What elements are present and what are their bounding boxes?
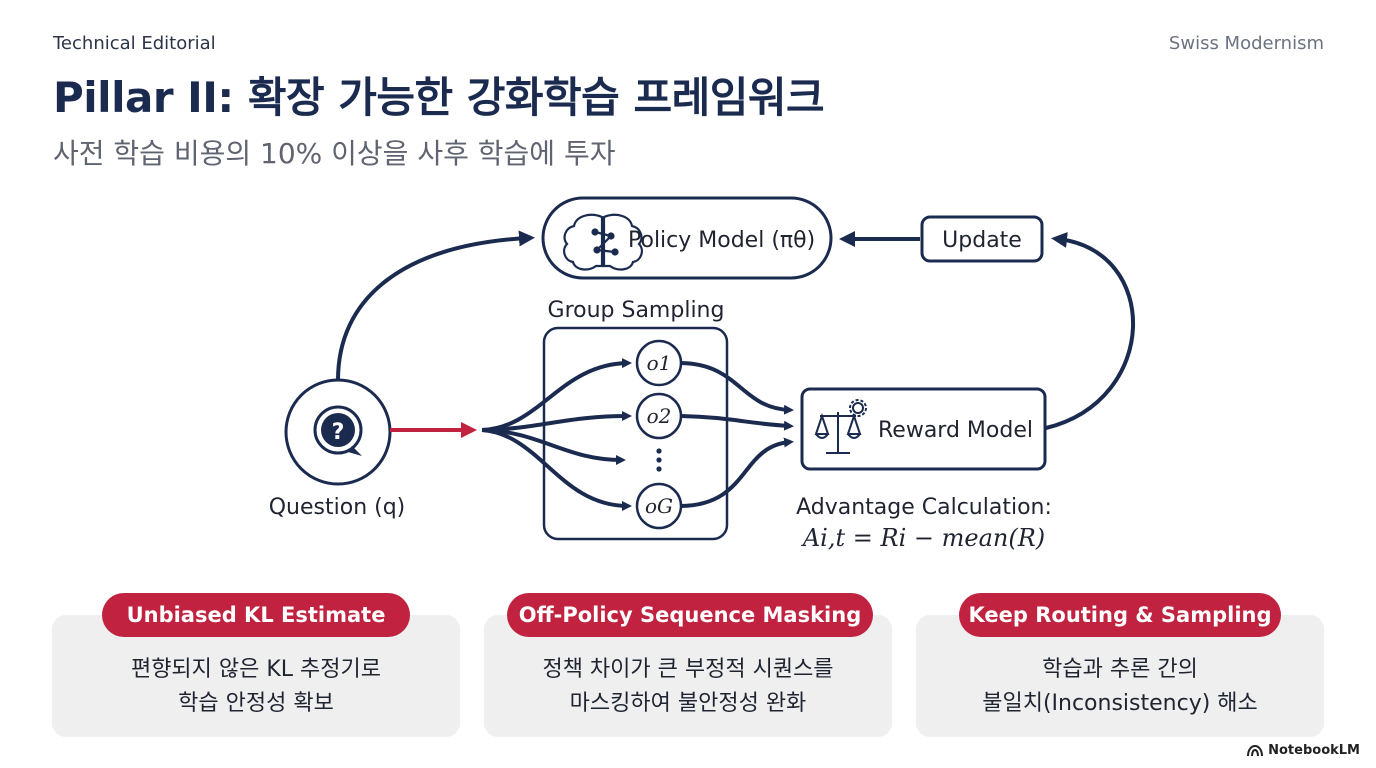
question-node: ?	[284, 378, 392, 486]
notebooklm-logo: NotebookLM	[1247, 743, 1360, 758]
update-label: Update	[942, 228, 1022, 253]
card-keep-routing-body: 학습과 추론 간의 불일치(Inconsistency) 해소	[916, 653, 1324, 721]
pill-keep-routing: Keep Routing & Sampling	[959, 593, 1281, 637]
ellipsis-dots	[656, 448, 662, 472]
reward-model-label: Reward Model	[878, 418, 1033, 443]
card-line: 마스킹하여 불안정성 완화	[569, 691, 807, 716]
card-line: 정책 차이가 큰 부정적 시퀀스를	[542, 657, 834, 682]
scale-gear-icon	[814, 399, 867, 454]
svg-text:?: ?	[332, 420, 345, 445]
brain-icon	[563, 213, 643, 271]
question-to-policy-arrow	[336, 230, 535, 381]
output-node-1: o1	[635, 339, 683, 387]
advantage-label: Advantage Calculation:	[796, 495, 1052, 520]
pill-unbiased-kl: Unbiased KL Estimate	[102, 593, 410, 637]
page-subtitle: 사전 학습 비용의 10% 이상을 사후 학습에 투자	[53, 137, 616, 170]
output-label-2: o2	[647, 404, 672, 428]
group-sampling-label: Group Sampling	[548, 298, 725, 323]
output-node-g: oG	[635, 482, 683, 530]
output-node-2: o2	[635, 392, 683, 440]
output-label-1: o1	[647, 351, 672, 375]
card-line: 학습 안정성 확보	[178, 691, 334, 716]
advantage-formula: Ai,t = Ri − mean(R)	[801, 524, 1045, 552]
policy-model-label: Policy Model (πθ)	[628, 228, 815, 253]
policy-model-node: Policy Model (πθ)	[541, 196, 833, 280]
card-line: 학습과 추론 간의	[1042, 657, 1198, 682]
fan-out-arrows	[481, 358, 632, 511]
card-line: 편향되지 않은 KL 추정기로	[130, 657, 382, 682]
reward-model-node: Reward Model	[800, 387, 1047, 471]
card-line: 불일치(Inconsistency) 해소	[982, 691, 1258, 716]
notebooklm-icon	[1247, 744, 1264, 756]
header-left-label: Technical Editorial	[53, 33, 216, 54]
update-node: Update	[920, 215, 1044, 263]
question-label: Question (q)	[269, 495, 406, 520]
footer-brand: NotebookLM	[1268, 743, 1360, 758]
group-sampling-box	[542, 326, 729, 541]
card-off-policy-masking-body: 정책 차이가 큰 부정적 시퀀스를 마스킹하여 불안정성 완화	[484, 653, 892, 721]
rl-diagram: Policy Model (πθ) Update Group Sampling …	[269, 196, 1135, 552]
header-right-label: Swiss Modernism	[1168, 33, 1324, 54]
fan-in-arrows	[680, 361, 794, 508]
pill-off-policy-masking: Off-Policy Sequence Masking	[507, 593, 873, 637]
card-unbiased-kl-body: 편향되지 않은 KL 추정기로 학습 안정성 확보	[52, 653, 460, 721]
page-title: Pillar II: 확장 가능한 강화학습 프레임워크	[53, 73, 825, 122]
question-bubble-icon: ?	[313, 405, 363, 456]
reward-to-update-arrow	[1045, 232, 1135, 430]
output-label-g: oG	[645, 494, 673, 518]
